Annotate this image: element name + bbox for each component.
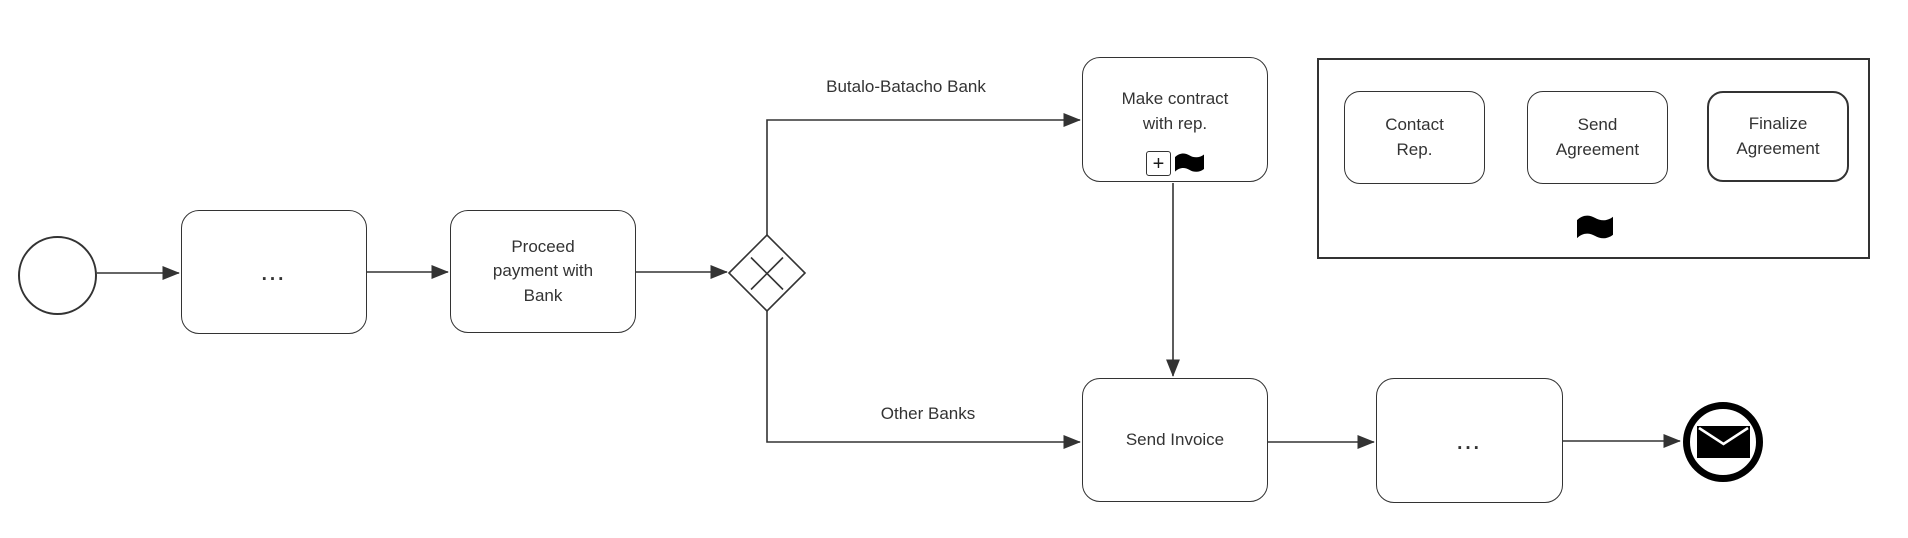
flag-icon (1175, 153, 1204, 172)
task-label: Send Invoice (1125, 429, 1225, 449)
task-label: Proceed payment with Bank (492, 236, 594, 305)
exclusive-gateway[interactable] (727, 233, 807, 313)
message-end-event[interactable] (1683, 402, 1763, 482)
task-label: Make contract with rep. (1121, 88, 1229, 133)
task-proceed-payment[interactable]: Proceed payment with Bank (450, 210, 636, 333)
task-label: Send Agreement (1555, 114, 1640, 159)
flow-gateway-to-send-invoice (766, 311, 1081, 450)
subprocess-plus-icon: + (1146, 151, 1171, 176)
start-event[interactable] (18, 236, 97, 315)
flag-icon (1577, 215, 1613, 239)
flow-gateway-to-make-contract (766, 112, 1081, 235)
task-finalize-agreement[interactable]: Finalize Agreement (1707, 91, 1849, 182)
task-label: ... (261, 264, 287, 286)
x-gateway-icon (750, 256, 784, 291)
task-send-invoice[interactable]: Send Invoice (1082, 378, 1268, 502)
envelope-icon (1696, 426, 1750, 458)
task-send-agreement[interactable]: Send Agreement (1527, 91, 1668, 184)
flow-label-other-banks: Other Banks (880, 404, 976, 423)
task-label: ... (1457, 432, 1482, 454)
subprocess-make-contract[interactable]: Make contract with rep. + (1082, 57, 1268, 182)
subprocess-detail-group: Contact Rep. Send Agreement Finalize Agr… (1317, 58, 1870, 259)
task-label: Finalize Agreement (1736, 113, 1820, 158)
task-contact-rep[interactable]: Contact Rep. (1344, 91, 1485, 184)
subprocess-markers: + (1083, 151, 1267, 176)
task-collapsed-1[interactable]: ... (181, 210, 367, 334)
flow-label-butalo-batacho-bank: Butalo-Batacho Bank (826, 77, 986, 96)
task-label: Contact Rep. (1385, 114, 1444, 159)
plus-glyph: + (1152, 152, 1165, 175)
task-collapsed-2[interactable]: ... (1376, 378, 1563, 503)
